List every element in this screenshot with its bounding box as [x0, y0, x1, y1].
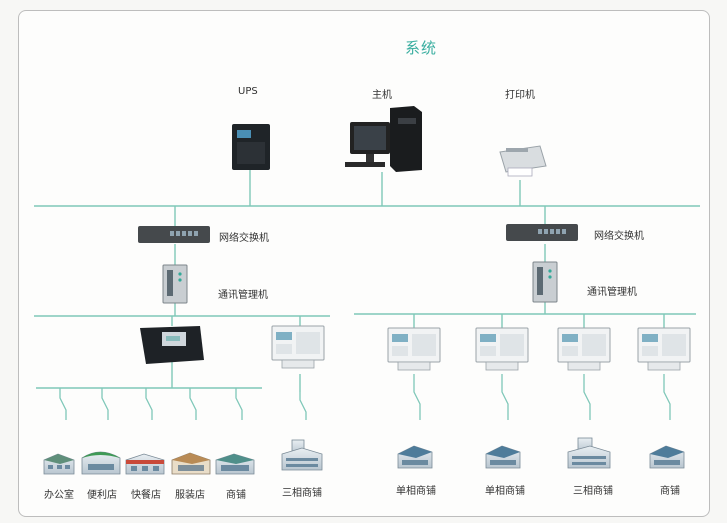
building-icon — [81, 451, 121, 475]
drop-symbol — [145, 388, 153, 420]
drop-symbol — [501, 374, 509, 420]
building-label-clothing: 服装店 — [175, 490, 205, 501]
right-manager-icon — [532, 261, 558, 303]
drop-symbol — [235, 388, 243, 420]
ups-icon — [232, 124, 270, 170]
right-switch-label: 网络交换机 — [594, 231, 644, 242]
left-switch-label: 网络交换机 — [219, 233, 269, 244]
drop-symbol — [583, 374, 591, 420]
building-label-three-phase-2: 三相商铺 — [573, 486, 613, 497]
host-computer-icon — [345, 106, 422, 172]
meter-icon — [387, 327, 441, 371]
meter-icon — [637, 327, 691, 371]
drop-symbol — [663, 374, 671, 420]
building-label-shop-2: 商铺 — [660, 486, 680, 497]
host-label: 主机 — [372, 90, 392, 101]
drop-symbol — [101, 388, 109, 420]
diagram-frame — [18, 10, 710, 517]
drop-symbol — [59, 388, 67, 420]
building-label-single-phase-2: 单相商铺 — [485, 486, 525, 497]
printer-icon — [499, 145, 547, 177]
building-icon — [567, 437, 611, 469]
building-icon — [649, 445, 685, 469]
drop-symbols — [59, 374, 671, 420]
building-label-convenience: 便利店 — [87, 490, 117, 501]
building-icon — [485, 445, 521, 469]
left-manager-label: 通讯管理机 — [218, 290, 268, 301]
ups-label: UPS — [238, 86, 258, 97]
meter-icon — [271, 325, 325, 369]
building-icon — [125, 453, 165, 475]
building-label-office: 办公室 — [44, 490, 74, 501]
diagram-title: 系统 — [405, 39, 438, 57]
building-icon — [397, 445, 433, 469]
building-icon — [171, 452, 211, 475]
left-manager-icon — [162, 264, 188, 304]
drop-symbol — [299, 392, 307, 420]
drop-symbol — [189, 388, 197, 420]
building-label-three-phase: 三相商铺 — [282, 488, 322, 499]
building-icon — [215, 453, 255, 475]
meter-box-icon — [140, 326, 204, 364]
right-manager-label: 通讯管理机 — [587, 287, 637, 298]
building-label-shop: 商铺 — [226, 490, 246, 501]
building-icon — [281, 439, 323, 471]
building-icon — [43, 453, 75, 475]
wiring — [34, 170, 700, 392]
meter-icon — [475, 327, 529, 371]
printer-label: 打印机 — [505, 90, 535, 101]
building-label-fastfood: 快餐店 — [131, 490, 161, 501]
right-switch-icon — [506, 224, 578, 241]
building-label-single-phase-1: 单相商铺 — [396, 486, 436, 497]
drop-symbol — [413, 374, 421, 420]
meter-icon — [557, 327, 611, 371]
left-switch-icon — [138, 226, 210, 243]
